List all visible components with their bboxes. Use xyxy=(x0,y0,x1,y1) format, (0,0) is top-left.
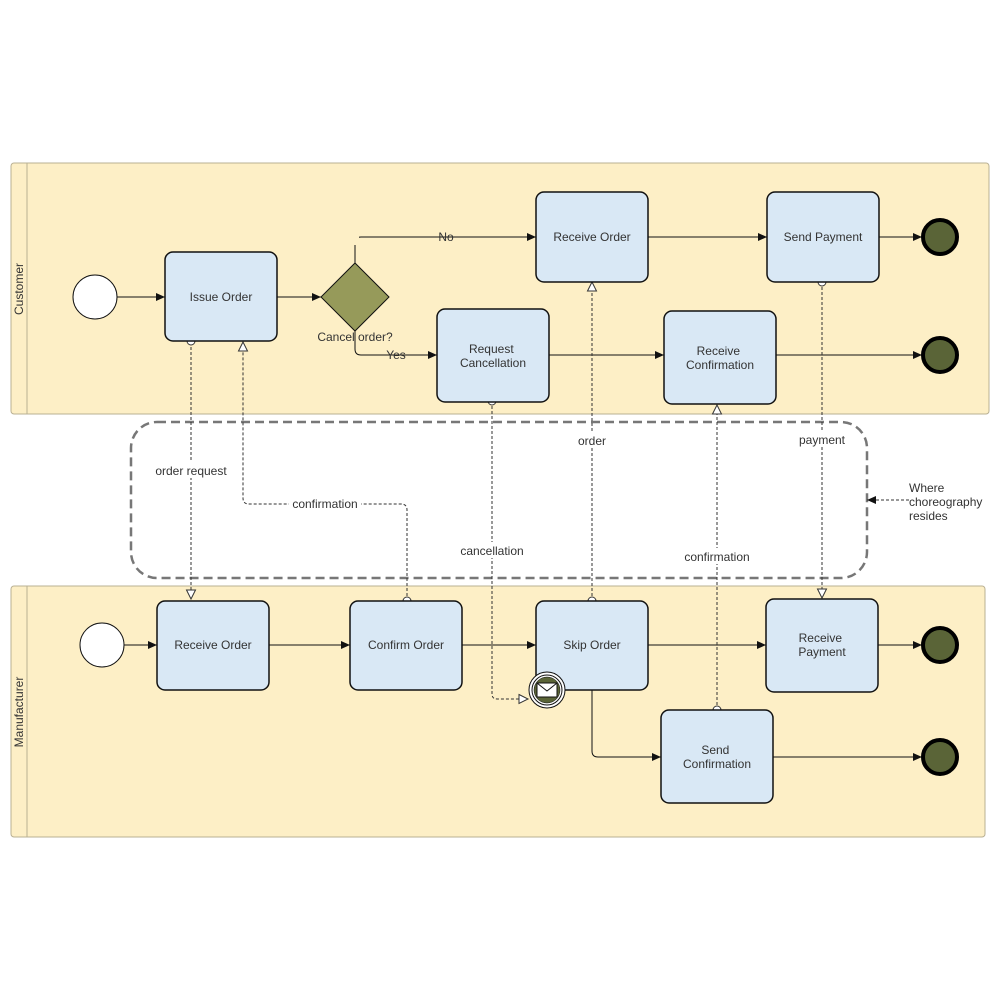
task-label: Receive Order xyxy=(174,638,251,652)
task-receive-payment[interactable]: Receive Payment xyxy=(765,598,879,693)
task-label: Send Payment xyxy=(784,230,863,244)
gateway-question-label: Cancel order? xyxy=(317,330,393,344)
label-payment: payment xyxy=(799,433,846,447)
gateway-no-label: No xyxy=(438,230,454,244)
end-event-send-payment xyxy=(921,218,959,256)
task-label: Receive Confirmation xyxy=(686,344,754,372)
envelope-icon xyxy=(536,682,558,698)
start-event-customer xyxy=(72,274,118,320)
start-event-manufacturer xyxy=(79,622,125,668)
task-label: Receive Order xyxy=(553,230,630,244)
annotation-text: Where choreography resides xyxy=(909,481,986,523)
gateway-yes-label: Yes xyxy=(386,348,406,362)
label-cancellation: cancellation xyxy=(460,544,523,558)
task-label: Issue Order xyxy=(190,290,253,304)
task-label: Request Cancellation xyxy=(460,342,526,370)
flow-skip-order-to-send-confirmation xyxy=(591,690,661,761)
task-receive-order-manufacturer[interactable]: Receive Order xyxy=(156,600,270,691)
events[interactable] xyxy=(72,218,959,776)
pool-label-manufacturer: Manufacturer xyxy=(12,677,26,748)
label-confirmation-2: confirmation xyxy=(684,550,749,564)
sequence-flows-manufacturer xyxy=(124,641,922,761)
annotation-choreography: Where choreography resides xyxy=(909,481,986,523)
message-cancellation xyxy=(491,401,530,705)
end-event-send-confirmation xyxy=(921,738,959,776)
task-label: Receive Payment xyxy=(798,631,846,659)
task-receive-order-customer[interactable]: Receive Order xyxy=(535,191,649,283)
label-order: order xyxy=(578,434,606,448)
task-receive-confirmation[interactable]: Receive Confirmation xyxy=(663,310,777,405)
label-confirmation-1: confirmation xyxy=(292,497,357,511)
label-order-request: order request xyxy=(155,464,227,478)
task-label: Send Confirmation xyxy=(683,743,751,771)
task-label: Skip Order xyxy=(563,638,620,652)
message-labels: order request confirmation cancellation … xyxy=(150,431,849,564)
end-event-receive-payment xyxy=(921,626,959,664)
flow-gateway-yes xyxy=(354,331,437,359)
task-issue-order[interactable]: Issue Order xyxy=(164,251,278,342)
task-send-payment[interactable]: Send Payment xyxy=(766,191,880,283)
tasks[interactable]: Issue Order Receive Order Send Payment R… xyxy=(156,191,880,804)
task-send-confirmation[interactable]: Send Confirmation xyxy=(660,709,774,804)
end-event-receive-confirmation xyxy=(921,336,959,374)
task-skip-order[interactable]: Skip Order xyxy=(535,600,649,691)
boundary-message-event[interactable] xyxy=(528,671,566,709)
gateway-cancel-order[interactable] xyxy=(320,262,390,332)
task-request-cancellation[interactable]: Request Cancellation xyxy=(436,308,550,403)
task-label: Confirm Order xyxy=(368,638,444,652)
task-confirm-order[interactable]: Confirm Order xyxy=(349,600,463,691)
pool-label-customer: Customer xyxy=(12,263,26,315)
